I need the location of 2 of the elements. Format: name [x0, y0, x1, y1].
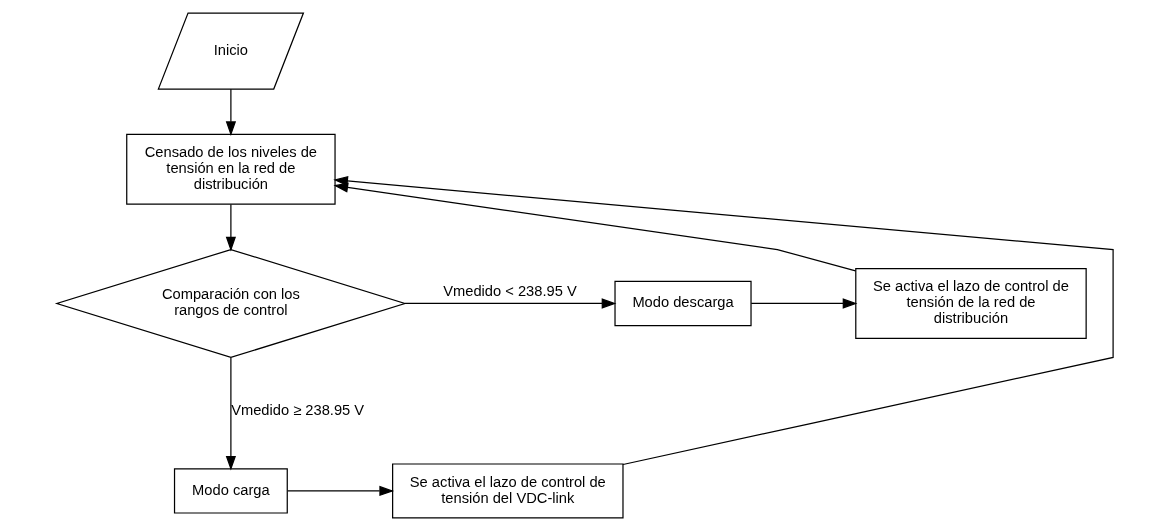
edge-label: Vmedido ≥ 238.95 V — [230, 401, 364, 418]
edge-label: Vmedido < 238.95 V — [442, 282, 577, 299]
